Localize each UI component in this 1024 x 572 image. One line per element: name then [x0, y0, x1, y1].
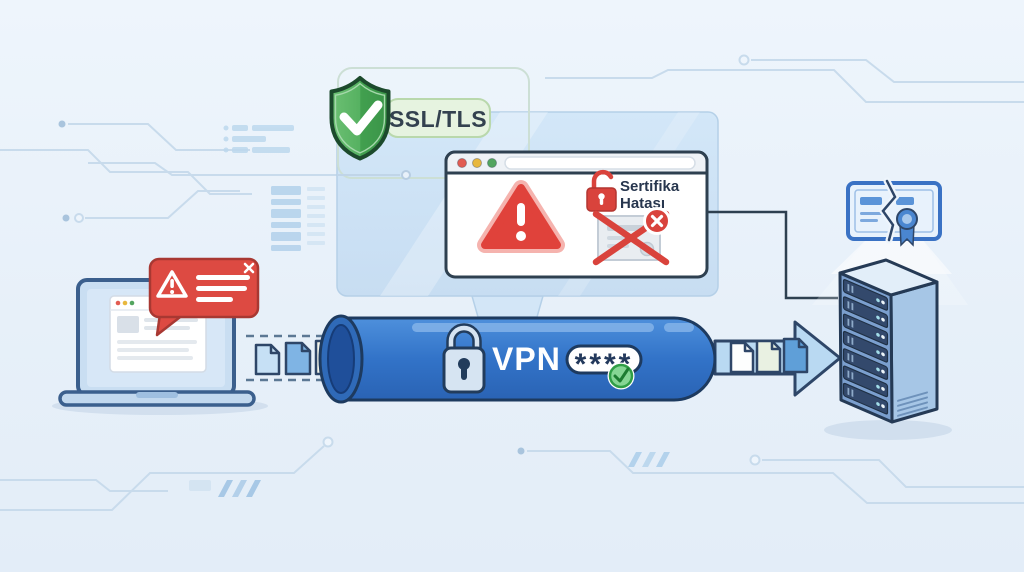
- server-slots: [842, 279, 889, 415]
- open-padlock-icon: [586, 169, 617, 212]
- data-flow-dashes: [246, 334, 334, 382]
- maximize-window-dot: [487, 158, 497, 168]
- close-window-dot: [457, 158, 467, 168]
- minimize-window-dot: [472, 158, 482, 168]
- check-circle-icon: [607, 362, 635, 390]
- circuit-node: [401, 170, 411, 180]
- cert-error-label-line1: Sertifika: [620, 178, 680, 195]
- slash-decoration: [189, 452, 670, 497]
- warning-triangle-icon: [156, 270, 188, 298]
- padlock-icon: [442, 323, 486, 394]
- light-beam: [831, 238, 952, 274]
- address-bar: [504, 156, 696, 170]
- tunnel-highlight: [412, 323, 654, 332]
- rejected-certificate-icon: [592, 207, 671, 266]
- faded-list-decoration: [223, 125, 294, 153]
- vpn-label: VPN: [492, 341, 561, 377]
- server-vents: [897, 391, 928, 417]
- ssl-badge: SSL/TLS: [329, 76, 491, 161]
- vpn-tunnel: VPN ****: [318, 314, 717, 404]
- server-rack-icon: [824, 258, 952, 440]
- alert-text-lines: [196, 275, 250, 302]
- server-led-lights: [876, 298, 885, 409]
- faded-panel-decoration: [271, 186, 325, 251]
- laptop-notch: [136, 392, 178, 398]
- broken-certificate-icon: [846, 177, 942, 247]
- ssl-label: SSL/TLS: [389, 106, 487, 132]
- monitor-stand: [471, 295, 544, 318]
- warning-triangle-icon: [477, 180, 565, 253]
- server-top: [838, 258, 939, 297]
- browser-window-icon: Sertifika Hatası: [444, 150, 709, 279]
- close-icon: [243, 262, 255, 274]
- window-controls: [457, 158, 497, 168]
- crack-line: [881, 179, 897, 242]
- connector-line: [707, 210, 838, 300]
- server-shadow: [824, 420, 952, 440]
- circuit-trace-icon: [0, 54, 1024, 511]
- shield-check-icon: [329, 76, 391, 161]
- alert-bubble-icon: [148, 257, 260, 337]
- document-icons-right: [729, 337, 809, 374]
